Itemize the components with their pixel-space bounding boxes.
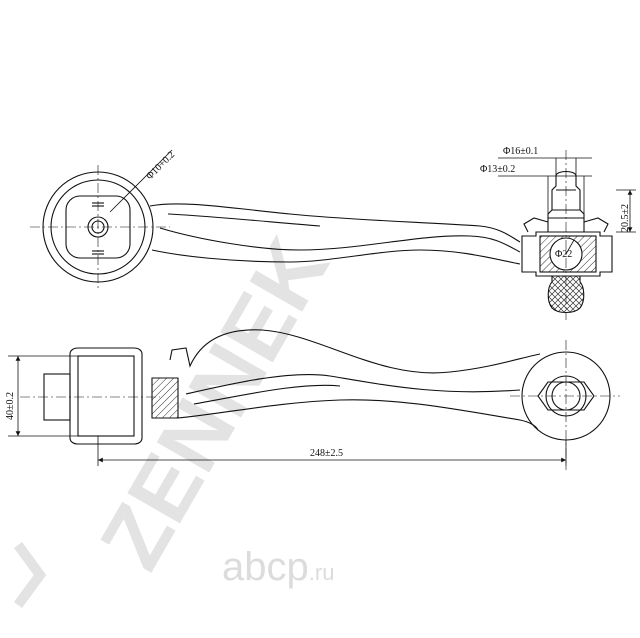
arm-web-section [151, 377, 179, 419]
pin-diameter-label: Φ10+0.2 [144, 149, 177, 182]
ball-joint-housing [521, 231, 613, 277]
top-dimensions [109, 149, 636, 255]
side-dimensions [8, 355, 567, 466]
arm-side-outline [169, 329, 541, 374]
watermark-chevron [13, 542, 47, 608]
stud-diameter-top-label: Φ16±0.1 [503, 146, 538, 157]
bushing-housing [69, 347, 143, 445]
brand-watermark: ZENNEK [81, 222, 348, 585]
ball-diameter-label: Φ22 [555, 249, 572, 260]
arm-top-outline [149, 203, 521, 243]
stud-height-label: 20.5±2 [620, 204, 631, 232]
site-watermark: abcp.ru [222, 545, 334, 589]
bushing-width-label: 40±0.2 [5, 392, 16, 420]
arm-length-label: 248±2.5 [310, 448, 343, 459]
side-view [20, 329, 620, 470]
watermark: ZENNEK abcp.ru [13, 222, 348, 608]
stud-diameter-label: Φ13±0.2 [480, 164, 515, 175]
